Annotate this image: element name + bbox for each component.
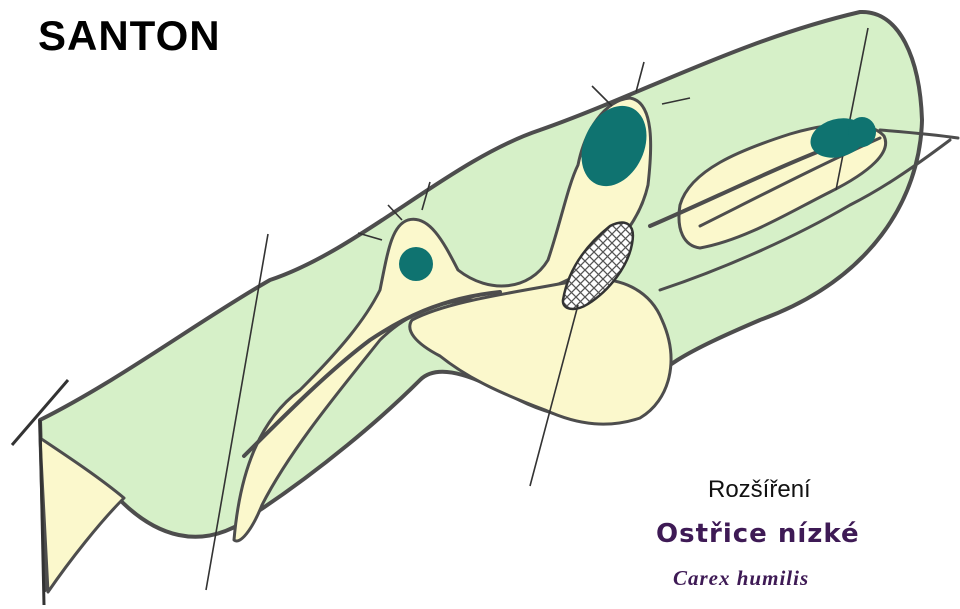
occurrence-spot [399, 247, 433, 281]
species-latin-name: Carex humilis [673, 566, 809, 591]
map-title: SANTON [38, 12, 221, 60]
occurrence-spot [848, 117, 876, 147]
species-common-name: Ostřice nízké [656, 519, 860, 549]
legend-caption: Rozšíření [708, 476, 811, 504]
